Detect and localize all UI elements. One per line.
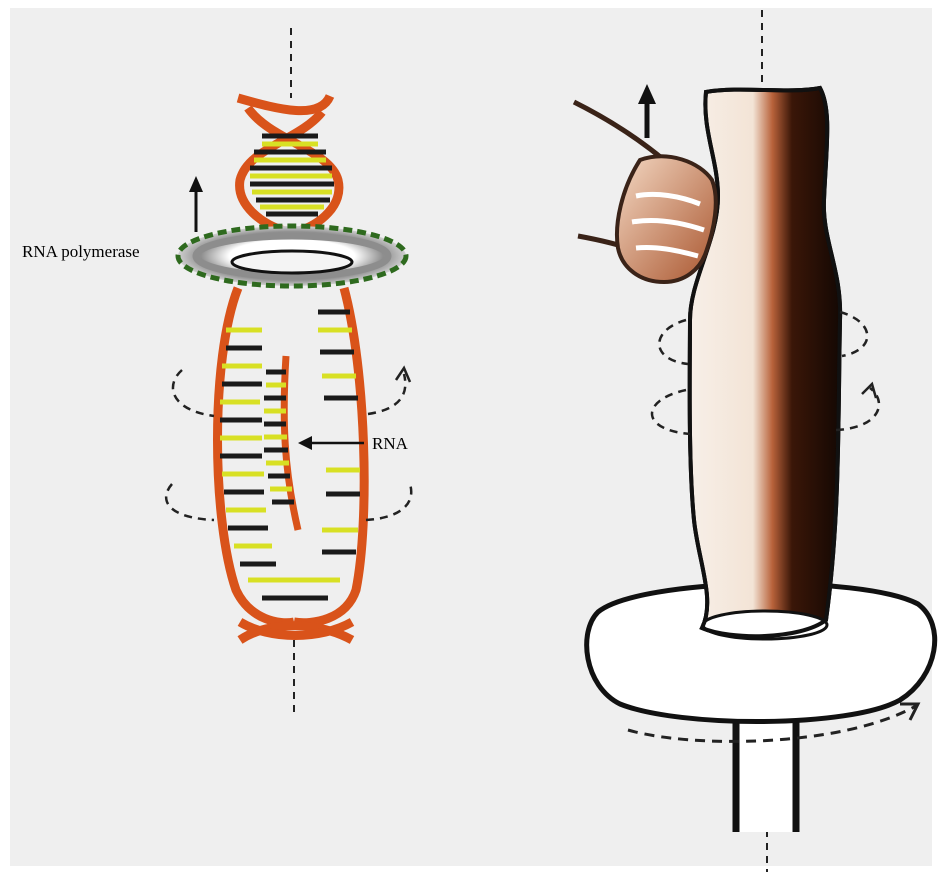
wheel-spindle: [736, 712, 796, 832]
rna-polymerase-ring: [178, 226, 406, 286]
label-rna: RNA: [372, 434, 409, 453]
label-rna-polymerase: RNA polymerase: [22, 242, 140, 261]
